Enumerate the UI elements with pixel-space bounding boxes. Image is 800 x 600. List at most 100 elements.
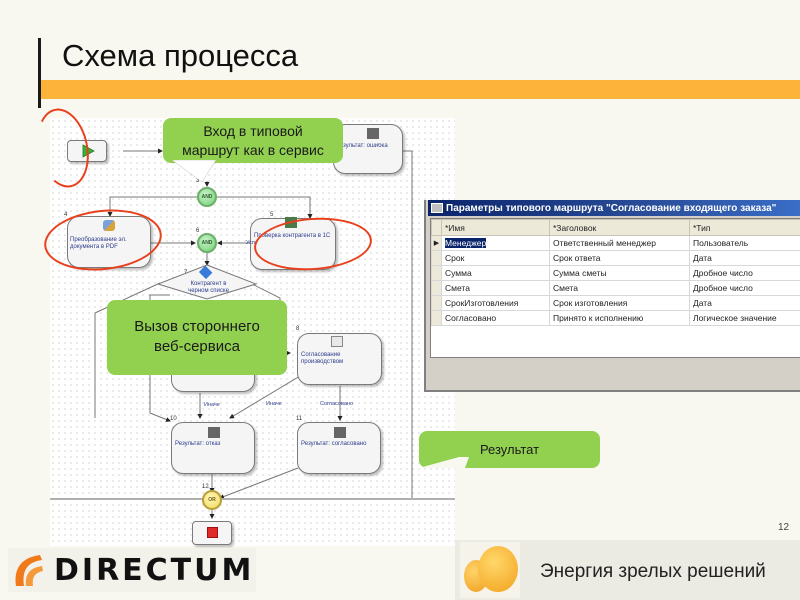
script-icon (285, 217, 297, 228)
node-number: 12 (202, 484, 209, 490)
condition-node-7[interactable] (157, 264, 257, 300)
node-label: Результат: согласовано (301, 441, 367, 447)
row-selector[interactable] (431, 280, 442, 296)
cell-caption[interactable]: Смета (549, 280, 690, 296)
edge-7-left (94, 282, 161, 418)
node-label: Результат: отказ (175, 441, 221, 447)
table-icon (431, 203, 443, 213)
callout-web-service-line1: Вызов стороннего (134, 318, 260, 335)
page-number: 12 (778, 522, 790, 533)
table-row[interactable]: Согласовано Принято к исполнению Логичес… (431, 310, 800, 326)
row-selector[interactable] (431, 250, 442, 266)
node-check-counterparty[interactable]: Проверка контрагента в 1С (250, 217, 336, 270)
node-number: 6 (196, 228, 200, 234)
node-result-error[interactable]: Результат: ошибка (333, 124, 403, 174)
edge-label-else: Иначе (204, 402, 220, 408)
cell-name[interactable]: Менеджер (441, 235, 550, 251)
callout-web-service: Вызов стороннего веб-сервиса (107, 300, 287, 375)
title-accent-bar (38, 38, 41, 108)
end-node[interactable] (192, 521, 232, 545)
directum-logo: DIRECTUM (8, 548, 256, 592)
cell-type[interactable]: Пользователь (689, 235, 800, 251)
cell-name[interactable]: Согласовано (441, 310, 550, 326)
oranges-image (460, 542, 520, 598)
table-row[interactable]: Срок Срок ответа Дата (431, 250, 800, 266)
gate-and-3[interactable]: AND (197, 187, 217, 207)
callout-result-text: Результат (479, 442, 540, 457)
cell-name[interactable]: Смета (441, 280, 550, 296)
callout-web-service-line2: веб-сервиса (154, 338, 240, 355)
node-approval-production[interactable]: Согласование производством (297, 333, 382, 385)
callout-entry: Вход в типовой маршрут как в сервис (163, 118, 343, 163)
column-header-type[interactable]: *Тип (689, 219, 800, 236)
node-result-refusal[interactable]: Результат: отказ (171, 422, 255, 474)
node-convert-pdf[interactable]: Преобразование эл. документа в PDF (67, 216, 151, 268)
table-header-row: *Имя *Заголовок *Тип (431, 219, 800, 236)
clapperboard-icon (367, 128, 379, 139)
cell-name[interactable]: Сумма (441, 265, 550, 281)
edge-8-to-10 (229, 375, 301, 419)
row-selector[interactable] (431, 265, 442, 281)
logo-text: DIRECTUM (54, 552, 255, 588)
cell-type[interactable]: Дата (689, 250, 800, 266)
cell-caption[interactable]: Срок изготовления (549, 295, 690, 311)
cell-type[interactable]: Дробное число (689, 265, 800, 281)
gate-or-12[interactable]: OR (202, 490, 222, 510)
column-header-caption[interactable]: *Заголовок (549, 219, 690, 236)
edge-3-to-4 (107, 196, 197, 217)
node-number: 8 (296, 326, 300, 332)
cell-type[interactable]: Логическое значение (689, 310, 800, 326)
node-number: 3 (196, 178, 200, 184)
row-selector-arrow[interactable]: ▶ (431, 235, 442, 251)
swimlane-divider (50, 498, 455, 500)
table-row[interactable]: ▶ Менеджер Ответственный менеджер Пользо… (431, 235, 800, 251)
table-row[interactable]: Сумма Сумма сметы Дробное число (431, 265, 800, 281)
process-diagram-canvas[interactable]: Результат: ошибка 3 AND 4 Преобразование… (50, 118, 455, 546)
cell-caption[interactable]: Сумма сметы (549, 265, 690, 281)
edge-11-to-12 (219, 467, 299, 499)
cell-name-text: Менеджер (445, 238, 487, 248)
slide-title: Схема процесса (62, 38, 299, 73)
callout-result-tail (419, 457, 469, 468)
node-label: Результат: ошибка (336, 143, 388, 149)
edge-label-else: Иначе (266, 401, 282, 407)
row-selector[interactable] (431, 310, 442, 326)
gate-and-6[interactable]: AND (197, 233, 217, 253)
row-selector[interactable] (431, 295, 442, 311)
dialog-title: Параметры типового маршрута "Согласовани… (446, 202, 777, 214)
node-number: 11 (296, 416, 303, 422)
node-number: 4 (64, 212, 68, 218)
node-result-approved[interactable]: Результат: согласовано (297, 422, 381, 474)
dialog-title-bar[interactable]: Параметры типового маршрута "Согласовани… (428, 200, 800, 216)
cell-caption[interactable]: Ответственный менеджер (549, 235, 690, 251)
parameters-table: *Имя *Заголовок *Тип ▶ Менеджер Ответств… (431, 219, 800, 326)
cell-type[interactable]: Дата (689, 295, 800, 311)
approval-icon (331, 336, 343, 347)
callout-entry-line1: Вход в типовой (203, 123, 303, 139)
table-row[interactable]: СрокИзготовления Срок изготовления Дата (431, 295, 800, 311)
parameters-grid[interactable]: *Имя *Заголовок *Тип ▶ Менеджер Ответств… (430, 218, 800, 358)
edge-error (402, 150, 413, 498)
condition-label: Контрагент в черном списке (188, 281, 229, 295)
edge-label-approved: Согласовано (320, 401, 354, 407)
cell-name[interactable]: Срок (441, 250, 550, 266)
callout-entry-tail (172, 160, 217, 183)
callout-entry-line2: маршрут как в сервис (182, 142, 324, 158)
edge-3-to-5 (217, 196, 313, 219)
cell-caption[interactable]: Срок ответа (549, 250, 690, 266)
directum-logo-icon (15, 555, 43, 586)
row-header-corner (431, 219, 442, 236)
diagram-edges (94, 148, 413, 519)
route-parameters-dialog[interactable]: Параметры типового маршрута "Согласовани… (424, 200, 800, 392)
cell-caption[interactable]: Принято к исполнению (549, 310, 690, 326)
node-label: Согласование производством (301, 352, 344, 366)
clapperboard-icon (334, 427, 346, 438)
cell-name[interactable]: СрокИзготовления (441, 295, 550, 311)
start-node[interactable] (67, 140, 107, 162)
clapperboard-icon (208, 427, 220, 438)
cell-type[interactable]: Дробное число (689, 280, 800, 296)
slogan-text: Энергия зрелых решений (540, 561, 766, 582)
gate-label: AND (201, 240, 213, 246)
column-header-name[interactable]: *Имя (441, 219, 550, 236)
table-row[interactable]: Смета Смета Дробное число (431, 280, 800, 296)
